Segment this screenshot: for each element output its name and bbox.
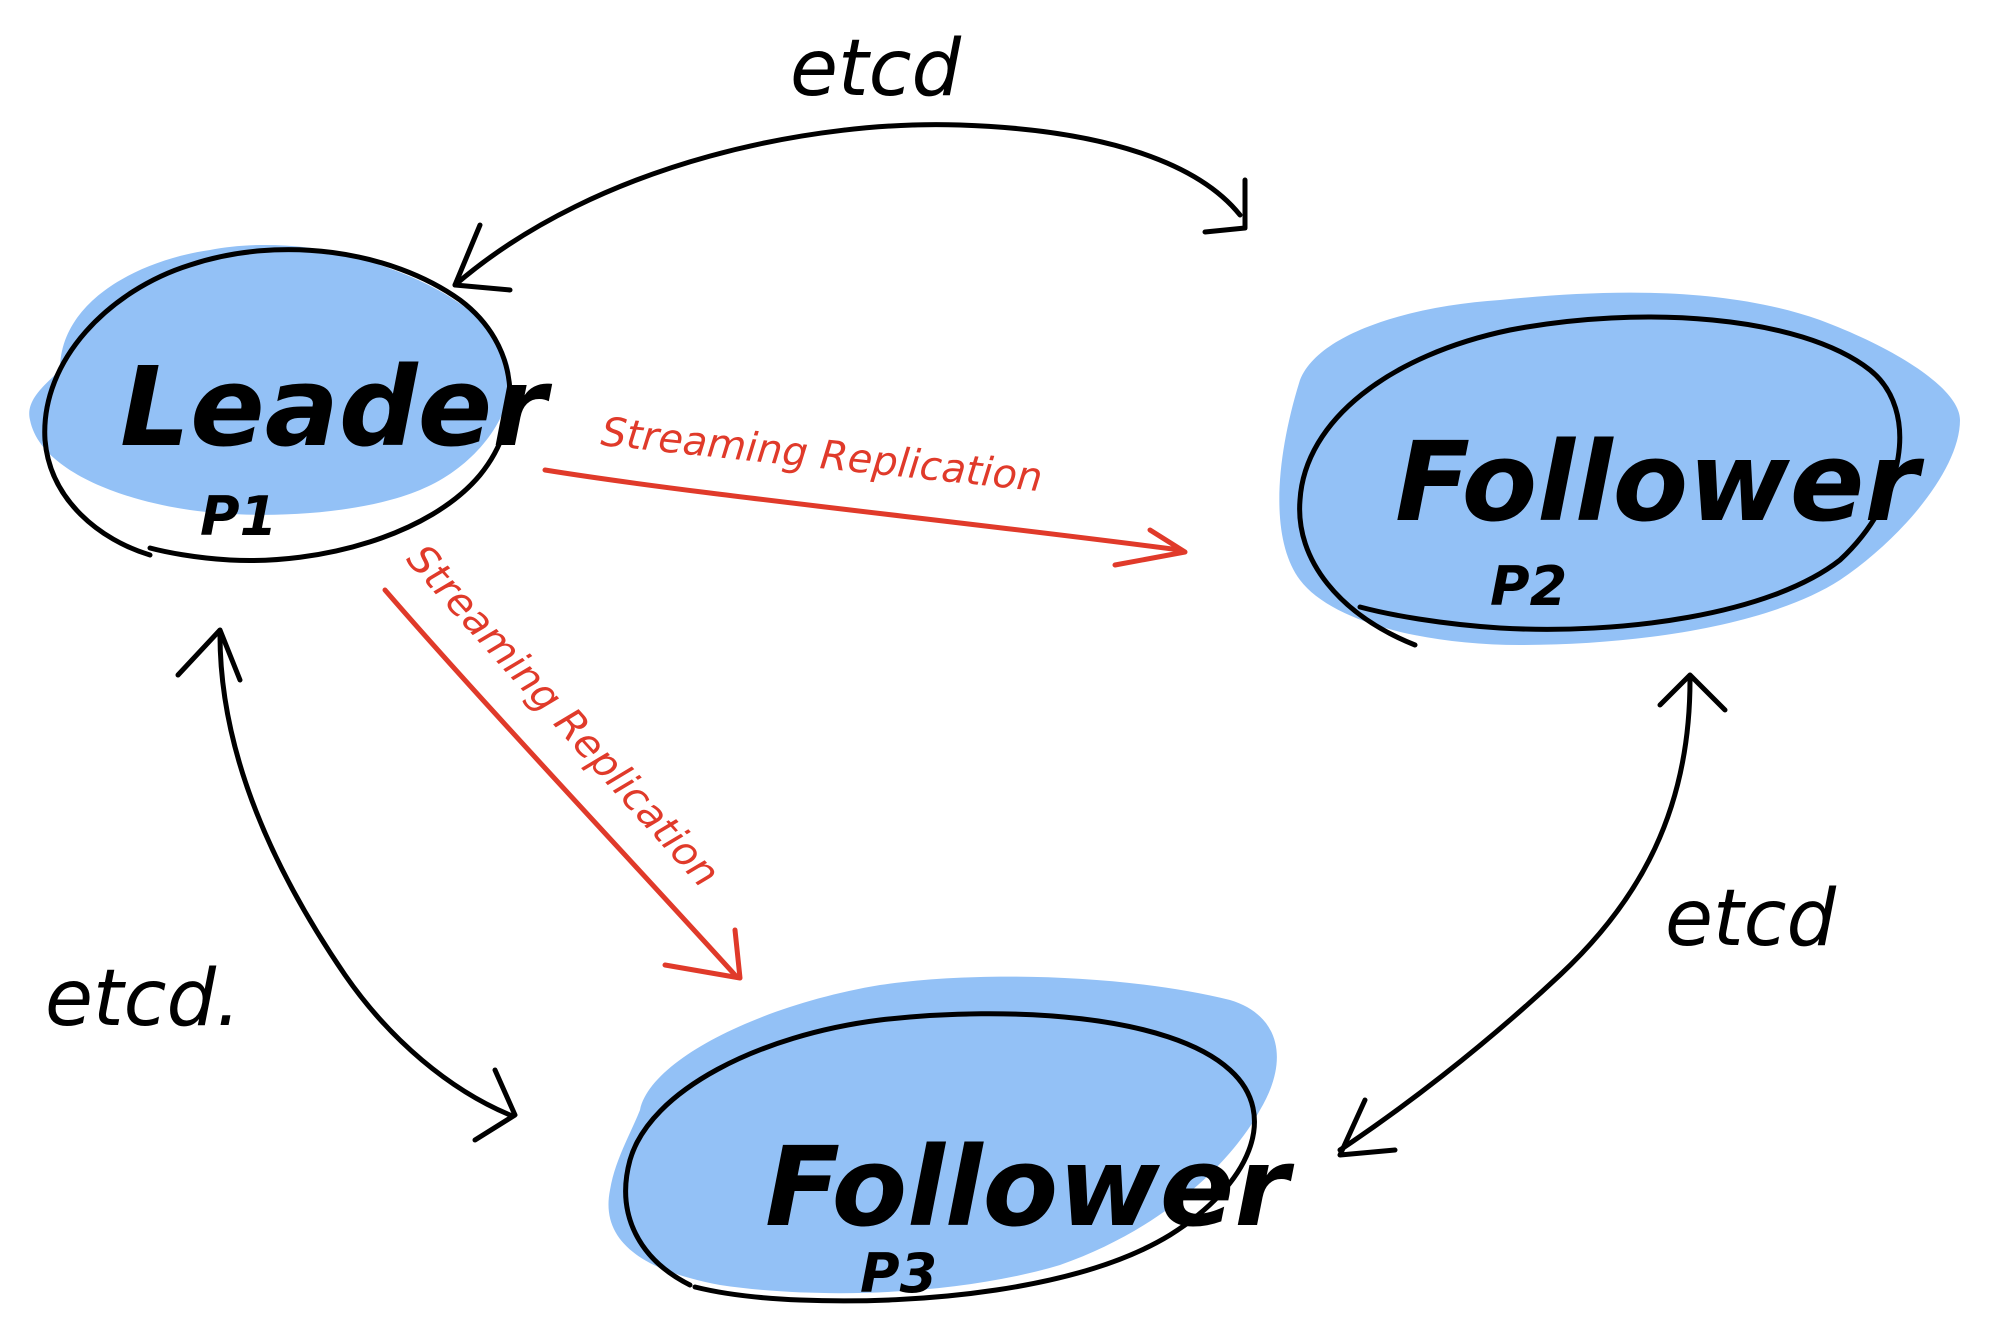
- follower-p2-sub-label: P2: [1490, 555, 1567, 618]
- follower-p2-label: Follower: [1395, 418, 1924, 546]
- etcd-link-right-arrowhead-bottom: [1337, 1097, 1398, 1158]
- follower-p2-node-outline: [1297, 314, 1903, 648]
- follower-p3-sub-label: P3: [860, 1242, 937, 1305]
- etcd-link-left-arrowhead-bottom: [472, 1067, 518, 1143]
- leader-node: Leader P1: [29, 245, 552, 564]
- follower-p2-node-fill: [1279, 292, 1960, 645]
- etcd-link-top: etcd: [452, 24, 1248, 293]
- replication-to-p2-arrowhead: [1112, 527, 1188, 568]
- etcd-link-top-label: etcd: [790, 24, 961, 114]
- follower-p2-node: Follower P2: [1279, 292, 1960, 648]
- replication-to-p2: Streaming Replication: [542, 409, 1188, 568]
- etcd-link-right-label: etcd: [1665, 874, 1836, 964]
- leader-sub-label: P1: [200, 485, 277, 548]
- replication-to-p3-arrow: [382, 587, 738, 978]
- leader-node-outline: [42, 247, 513, 564]
- leader-node-fill: [29, 245, 511, 515]
- etcd-link-left-curve: [217, 632, 513, 1118]
- replication-to-p2-arrow: [542, 467, 1183, 553]
- etcd-link-left-arrowhead-top: [175, 627, 243, 683]
- etcd-link-right-arrowhead-top: [1657, 672, 1728, 713]
- leader-label: Leader: [120, 343, 552, 471]
- replication-to-p3: Streaming Replication: [382, 536, 743, 981]
- etcd-link-right: etcd: [1337, 672, 1836, 1158]
- follower-p3-node-outline: [623, 1011, 1257, 1304]
- etcd-link-right-curve: [1337, 677, 1693, 1153]
- etcd-link-left-label: etcd.: [45, 954, 241, 1044]
- etcd-link-left: etcd.: [45, 627, 518, 1143]
- etcd-link-top-arrowhead-right: [1202, 177, 1248, 235]
- replication-to-p3-arrowhead: [662, 927, 743, 981]
- etcd-link-top-arrowhead-left: [452, 222, 513, 293]
- follower-p3-node: Follower P3: [608, 976, 1294, 1305]
- follower-p3-node-fill: [608, 976, 1277, 1294]
- follower-p3-label: Follower: [765, 1123, 1294, 1251]
- replication-to-p3-label: Streaming Replication: [398, 536, 729, 896]
- etcd-link-top-curve: [452, 122, 1243, 288]
